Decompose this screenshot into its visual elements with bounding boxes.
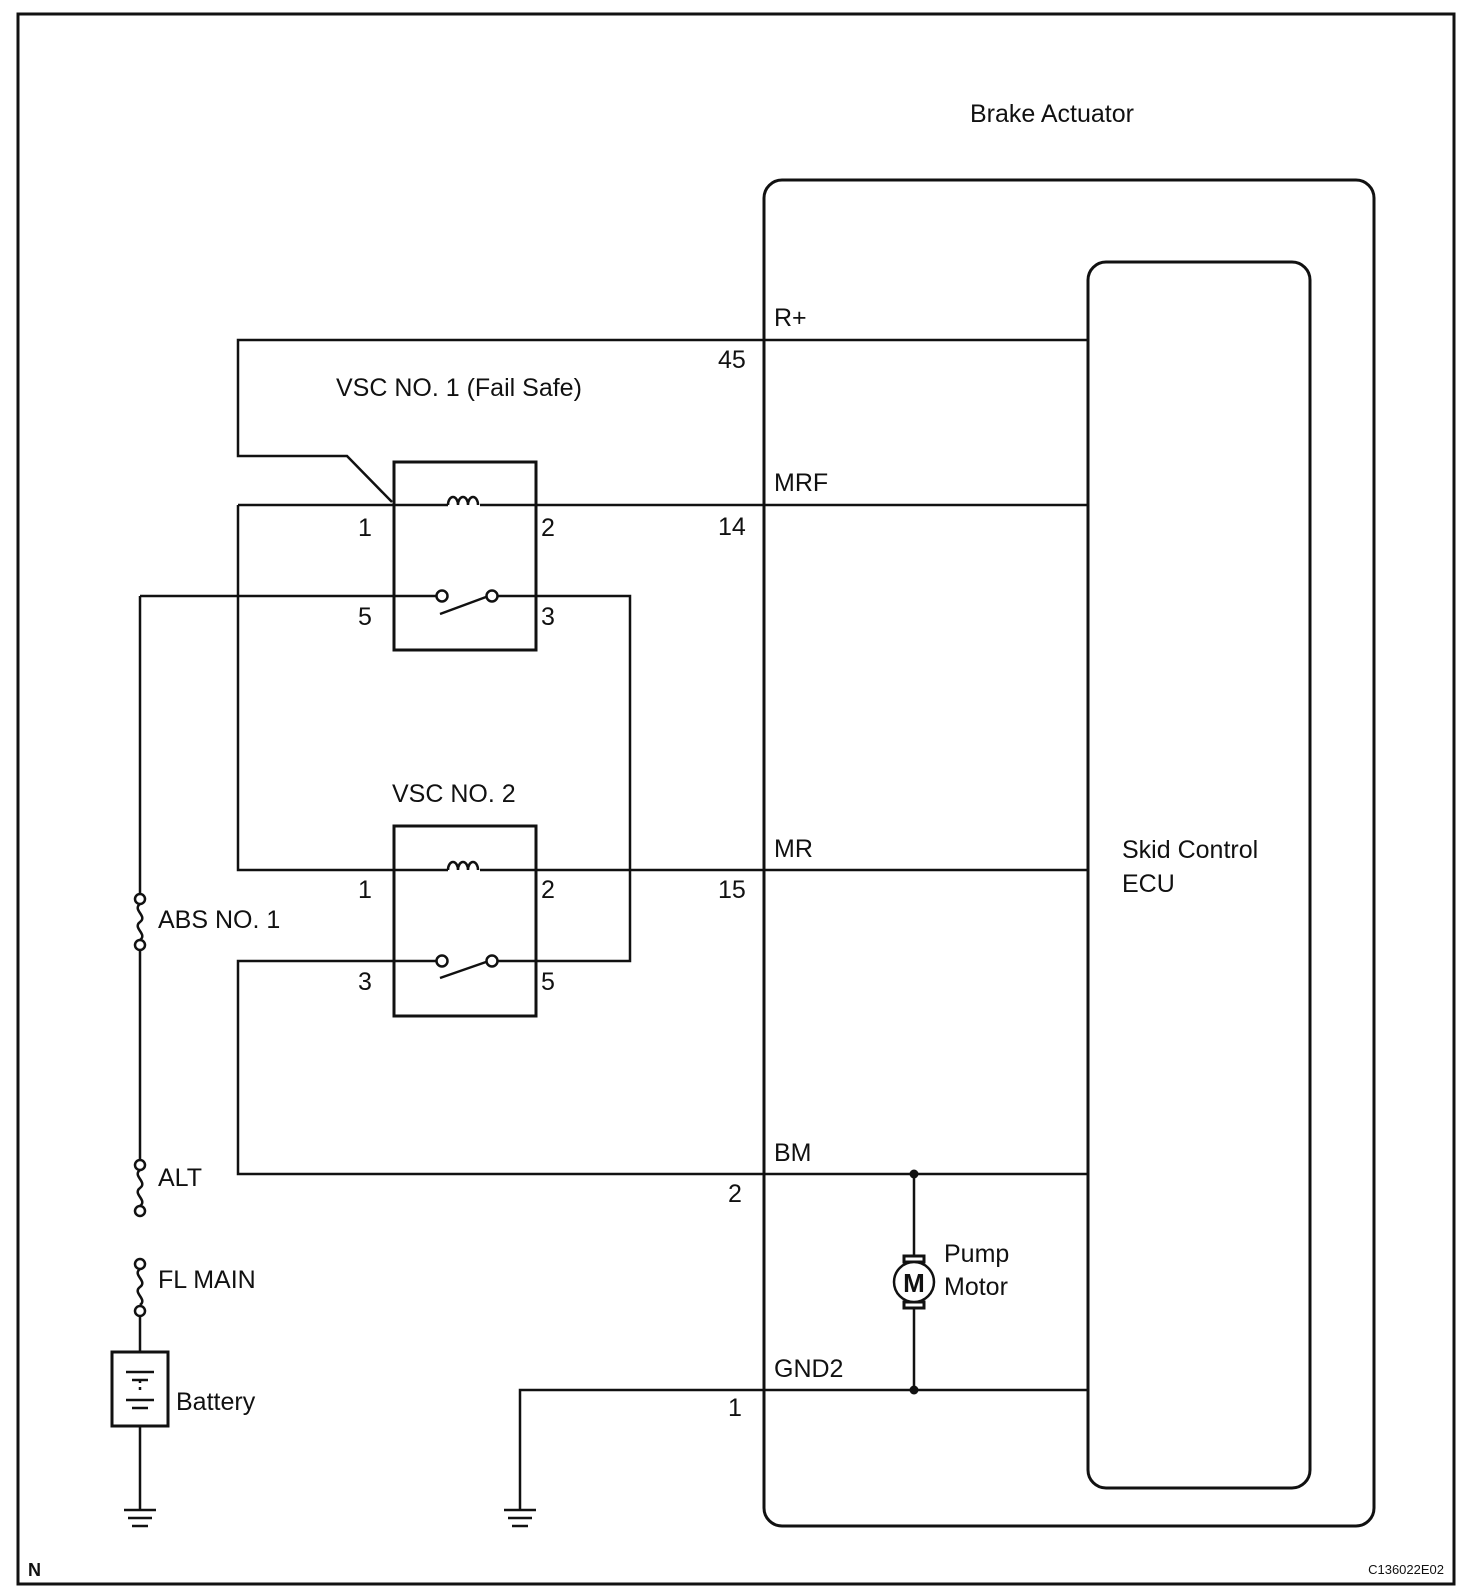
relay1-coil-icon	[446, 495, 480, 506]
r-plus-pin-label: 45	[718, 346, 746, 374]
ecu-label-line1: Skid Control	[1122, 836, 1258, 864]
figure-code: C136022E02	[1368, 1562, 1444, 1577]
mrf-pin-label: 14	[718, 513, 746, 541]
mrf-signal-label: MRF	[774, 469, 828, 497]
pump-motor-icon: M	[892, 1254, 936, 1310]
relay1-pin2: 2	[541, 514, 555, 542]
bm-pin-label: 2	[728, 1180, 742, 1208]
relay2-pin5: 5	[541, 968, 555, 996]
relay1-pin1: 1	[358, 514, 372, 542]
relay1-switch-arm	[439, 595, 487, 616]
relay1-box	[392, 460, 538, 652]
relay2-contact-left	[435, 954, 449, 968]
bm-wire	[236, 959, 1088, 1176]
relay2-label: VSC NO. 2	[392, 780, 516, 808]
relay2-coil-left-wire	[236, 505, 448, 872]
relay2-pin1: 1	[358, 876, 372, 904]
fuse-abs-no1-label: ABS NO. 1	[158, 906, 280, 934]
gnd2-pin-label: 1	[728, 1394, 742, 1422]
r-plus-signal-label: R+	[774, 304, 807, 332]
r-plus-wire	[236, 338, 1088, 503]
battery-icon	[110, 1350, 170, 1428]
ecu-label-line2: ECU	[1122, 870, 1175, 898]
mr-pin-label: 15	[718, 876, 746, 904]
gnd2-signal-label: GND2	[774, 1355, 843, 1383]
ground-icon-left	[124, 1508, 156, 1528]
diagram-frame	[16, 12, 1456, 1586]
fuse-alt-icon	[133, 1158, 147, 1218]
relay1-contact-left	[435, 589, 449, 603]
ground-icon-gnd2	[504, 1508, 536, 1528]
gnd2-wire	[518, 1388, 1088, 1510]
fuse-abs-no1-icon	[133, 892, 147, 952]
relay1-pin3: 3	[541, 603, 555, 631]
skid-control-ecu-box	[1086, 260, 1312, 1490]
relay2-pin3: 3	[358, 968, 372, 996]
brake-actuator-label: Brake Actuator	[970, 100, 1134, 128]
pump-motor-label-line2: Motor	[944, 1273, 1008, 1301]
relay2-pin2: 2	[541, 876, 555, 904]
fuse-fl-main-label: FL MAIN	[158, 1266, 256, 1294]
brake-actuator-box	[762, 178, 1376, 1528]
pump-motor-label-line1: Pump	[944, 1240, 1009, 1268]
fuse-alt-label: ALT	[158, 1164, 202, 1192]
relay1-label: VSC NO. 1 (Fail Safe)	[336, 374, 582, 402]
relay2-coil-icon	[446, 860, 480, 871]
relay1-contact-right	[485, 589, 499, 603]
relay2-switch-arm	[439, 960, 487, 980]
relay2-contact-right	[485, 954, 499, 968]
relay1-pin5: 5	[358, 603, 372, 631]
mr-signal-label: MR	[774, 835, 813, 863]
fuse-fl-main-icon	[133, 1257, 147, 1318]
relay2-box	[392, 824, 538, 1018]
relay-switch-link-wire	[498, 594, 632, 963]
battery-label: Battery	[176, 1388, 256, 1416]
bm-signal-label: BM	[774, 1139, 812, 1167]
corner-label: N	[28, 1560, 41, 1580]
pump-motor-symbol: M	[903, 1268, 925, 1298]
